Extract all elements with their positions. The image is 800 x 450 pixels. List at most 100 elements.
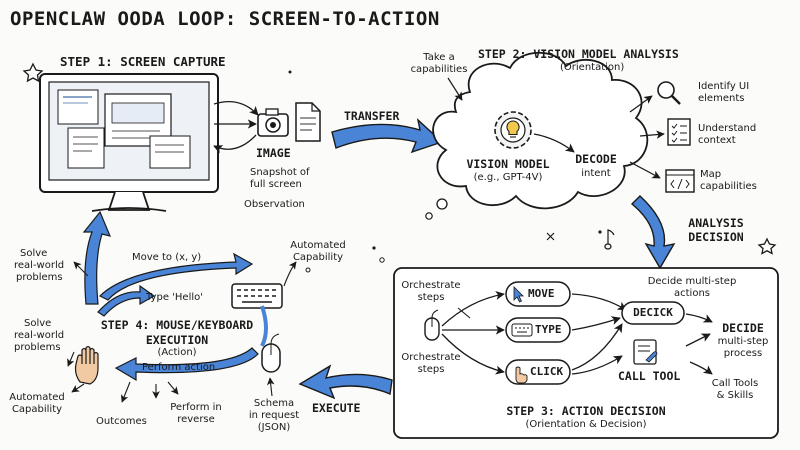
hand-icon <box>74 345 99 385</box>
decide-arrow <box>571 293 627 311</box>
output-understand-2: context <box>698 135 736 146</box>
output-arrow <box>629 161 661 179</box>
decide-arrow <box>689 361 713 375</box>
call-tool-label: CALL TOOL <box>618 369 681 383</box>
mouse-icon <box>261 333 281 373</box>
step3-heading: STEP 3: ACTION DECISION <box>506 404 666 418</box>
outcomes-arrow <box>120 381 131 403</box>
snapshot-line-2: full screen <box>250 179 302 190</box>
analysis-decision-arrow <box>630 195 676 270</box>
call-tools-line-1: Call Tools <box>711 378 759 389</box>
vision-to-decode-arrow <box>533 133 575 153</box>
move-arrow <box>98 252 254 301</box>
take-arrow <box>447 77 463 101</box>
decide-arrow <box>571 355 623 375</box>
step4-subheading: (Action) <box>157 347 197 358</box>
step4-heading-line-2: EXECUTION <box>145 333 209 347</box>
loop-up-arrow <box>82 210 112 305</box>
orchestrate-2-line-2: steps <box>417 364 445 375</box>
automated-capability-1-line-2: Capability <box>292 252 344 263</box>
output-arrow <box>629 95 653 113</box>
output-arrow <box>639 130 665 139</box>
execute-arrow <box>298 364 393 400</box>
decide-arrow <box>685 313 713 323</box>
tool-icon <box>633 339 658 365</box>
vision-model-example: (e.g., GPT-4V) <box>473 172 543 183</box>
step4-heading-line-1: STEP 4: MOUSE/KEYBOARD <box>100 318 254 332</box>
output-understand-1: Understand <box>698 123 757 134</box>
step2-heading: STEP 2: VISION MODEL ANALYSIS <box>478 47 679 61</box>
outcomes-label: Outcomes <box>96 416 147 427</box>
doodle-dot <box>598 230 602 234</box>
step1-heading: STEP 1: SCREEN CAPTURE <box>60 54 226 69</box>
cursor-icon <box>513 286 524 303</box>
output-map-2: capabilities <box>700 181 757 192</box>
schema-line-3: (JSON) <box>257 422 291 433</box>
reverse-arrow <box>167 381 179 395</box>
capture-arrow <box>213 134 257 154</box>
camera-icon <box>257 108 289 137</box>
automated-capability-1-line-1: Automated <box>290 240 346 251</box>
gear-bulb-icon <box>494 111 532 149</box>
solve-1-line-1: Solve <box>20 248 48 259</box>
automated-capability-2-line-2: Capability <box>11 404 63 415</box>
type-hello-label: Type 'Hello' <box>146 292 203 303</box>
checklist-icon <box>667 118 691 146</box>
move-action: MOVE <box>528 287 555 300</box>
keyboard-icon <box>231 283 283 309</box>
perform-reverse-line-2: reverse <box>177 414 215 425</box>
document-icon <box>295 102 321 142</box>
solve-arrow <box>73 261 89 277</box>
step2-subheading: (Orientation) <box>560 62 625 73</box>
transfer-label: TRANSFER <box>344 109 400 123</box>
decick-pill <box>621 301 685 325</box>
decide-multi-line-2: actions <box>674 288 710 299</box>
image-label: IMAGE <box>256 146 291 160</box>
capture-arrow <box>213 101 259 116</box>
snapshot-line-1: Snapshot of <box>250 167 310 178</box>
perform-reverse-line-1: Perform in <box>170 402 222 413</box>
output-identify-2: elements <box>698 93 745 104</box>
automated-arrow <box>71 383 85 393</box>
move-to-label: Move to (x, y) <box>132 252 202 263</box>
decide-multi-line-1: Decide multi-step <box>647 276 737 287</box>
keyboard-to-mouse-arrow <box>260 305 268 347</box>
take-line-1: Take a <box>423 52 455 63</box>
solve-2-line-1: Solve <box>24 318 52 329</box>
doodle-dot <box>305 267 311 273</box>
automated-capability-2-line-1: Automated <box>9 392 65 403</box>
star-icon <box>22 62 44 83</box>
decick-label: DECICK <box>633 306 673 319</box>
orchestrate-arrow <box>441 290 505 327</box>
magnifier-icon <box>657 81 681 105</box>
output-identify-1: Identify UI <box>698 81 750 92</box>
decide-process-line-3: process <box>723 348 763 359</box>
monitor-icon <box>39 73 219 212</box>
doodle-dot <box>379 257 385 263</box>
solve-arrow <box>67 351 75 367</box>
pointer-arrow <box>283 261 297 287</box>
doodle-dot <box>372 246 376 250</box>
take-line-2: capabilities <box>410 64 468 75</box>
music-note-icon <box>604 229 615 250</box>
call-tools-line-2: & Skills <box>716 390 754 401</box>
perform-action-arrow <box>114 347 259 382</box>
orchestrate-arrow <box>457 307 471 319</box>
solve-2-line-3: problems <box>14 342 61 353</box>
click-action: CLICK <box>530 365 564 378</box>
observation-label: Observation <box>244 199 305 210</box>
decide-arrow <box>571 316 621 331</box>
thought-bubble <box>425 212 433 220</box>
schema-line-2: in request <box>248 410 300 421</box>
keyboard-small-icon <box>511 323 533 337</box>
solve-1-line-3: problems <box>16 272 63 283</box>
solve-1-line-2: real-world <box>14 260 65 271</box>
thought-bubble <box>436 198 448 210</box>
solve-2-line-2: real-world <box>14 330 65 341</box>
vision-model-label: VISION MODEL <box>466 157 550 171</box>
decode-intent: intent <box>581 168 611 179</box>
mouse-icon <box>424 309 440 341</box>
star-icon <box>757 237 777 255</box>
